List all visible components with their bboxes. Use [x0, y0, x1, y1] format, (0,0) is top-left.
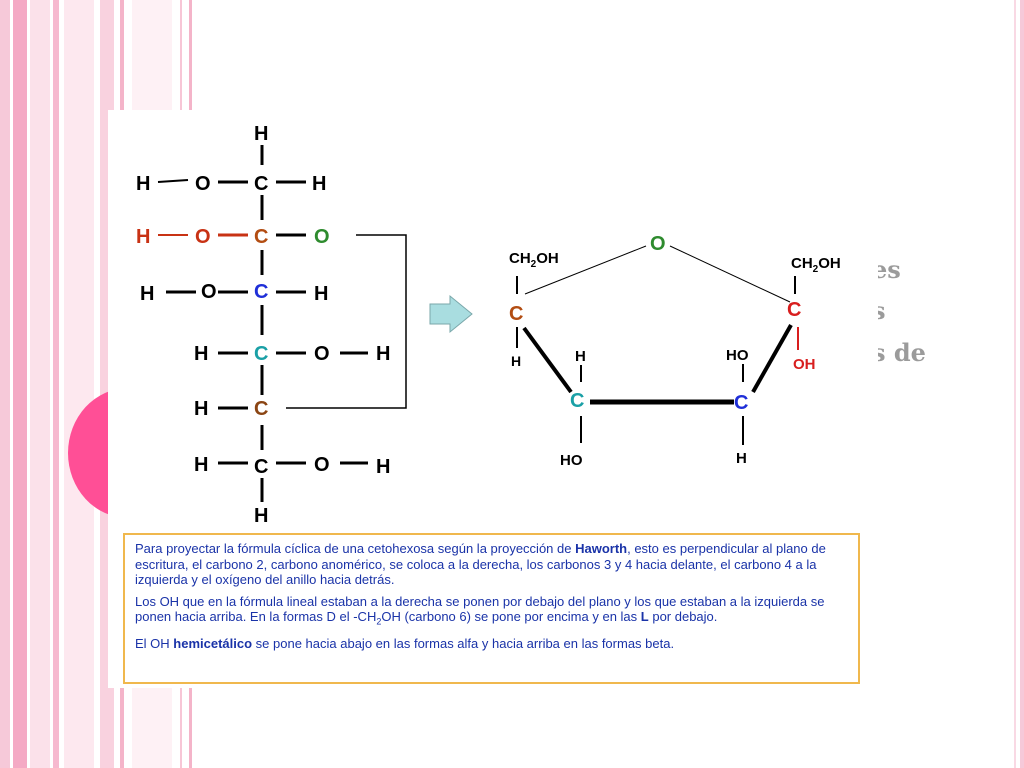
atom-h: H	[194, 343, 208, 365]
atom-o: O	[314, 343, 330, 365]
atom-h: H	[194, 454, 208, 476]
explanation-paragraph: Los OH que en la fórmula lineal estaban …	[135, 593, 825, 627]
linear-formula: H H O C H H O C O H O C H H C O H H C H …	[136, 123, 407, 527]
group-oh: OH	[793, 356, 816, 373]
atom-c: C	[570, 390, 584, 412]
ring-bond	[524, 245, 647, 295]
chemical-diagram: H H O C H H O C O H O C H H C O H H C H …	[136, 123, 841, 527]
atom-h: H	[312, 173, 326, 195]
decor-stripe	[64, 0, 94, 768]
explanation-box: Para proyectar la fórmula cíclica de una…	[123, 533, 860, 684]
ring-bond	[751, 324, 793, 393]
background-text: s de	[872, 338, 926, 367]
ring-bond	[669, 245, 791, 303]
group-ho: HO	[560, 452, 583, 469]
atom-c: C	[254, 456, 268, 478]
group-ch2oh: CH2OH	[509, 250, 559, 270]
atom-c: C	[509, 303, 523, 325]
atom-h: H	[194, 398, 208, 420]
ring-oxygen: O	[650, 233, 666, 255]
atom-c: C	[254, 343, 268, 365]
atom-h: H	[376, 343, 390, 365]
atom-h: H	[376, 456, 390, 478]
atom-h: H	[254, 505, 268, 527]
decor-stripe	[30, 0, 50, 768]
atom-c: C	[254, 398, 268, 420]
atom-c: C	[254, 173, 268, 195]
atom-c: C	[734, 392, 748, 414]
arrow-icon	[429, 294, 473, 334]
explanation-paragraph: El OH hemicetálico se pone hacia abajo e…	[135, 636, 675, 652]
haworth-projection: O CH2OH CH2OH C C C C H OH H HO HO H	[509, 233, 841, 469]
atom-h: H	[575, 348, 586, 365]
atom-c: C	[254, 281, 268, 303]
explanation-paragraph: Para proyectar la fórmula cíclica de una…	[135, 541, 826, 587]
atom-o: O	[195, 173, 211, 195]
atom-h: H	[136, 173, 150, 195]
atom-h: H	[736, 450, 747, 467]
decor-stripe-right	[1014, 0, 1016, 768]
bond	[157, 179, 189, 183]
decor-stripe	[13, 0, 27, 768]
decor-stripe	[53, 0, 59, 768]
atom-c: C	[254, 226, 268, 248]
decor-stripe	[0, 0, 10, 768]
ring-closure-line	[286, 234, 407, 409]
atom-o: O	[195, 226, 211, 248]
atom-h: H	[254, 123, 268, 145]
atom-o: O	[314, 454, 330, 476]
decor-stripe-right	[1020, 0, 1024, 768]
atom-h: H	[136, 226, 150, 248]
atom-c: C	[787, 299, 801, 321]
atom-h: H	[140, 283, 154, 305]
atom-o: O	[314, 226, 330, 248]
atom-o: O	[201, 281, 217, 303]
ring-bond	[522, 326, 573, 394]
atom-h: H	[314, 283, 328, 305]
group-ch2oh: CH2OH	[791, 255, 841, 275]
atom-h: H	[511, 353, 521, 369]
group-ho: HO	[726, 347, 749, 364]
